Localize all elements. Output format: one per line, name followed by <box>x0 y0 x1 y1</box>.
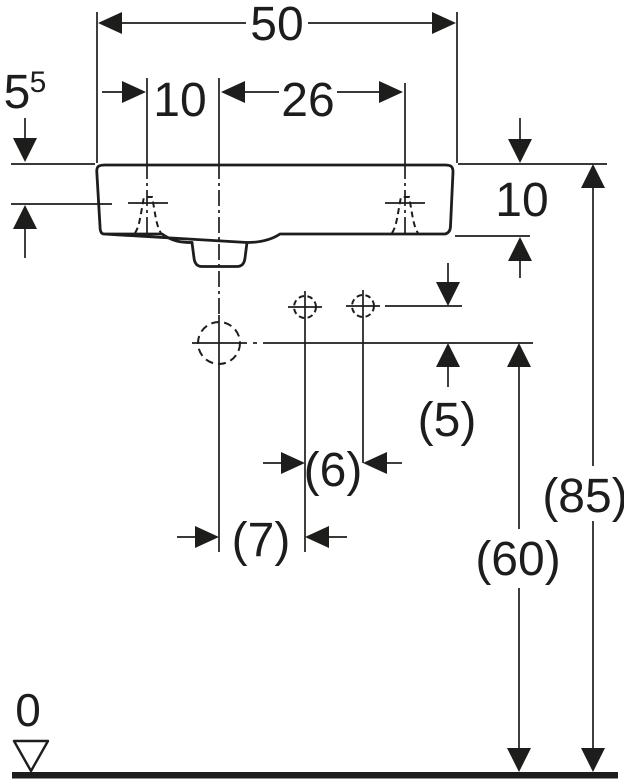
arrowhead-up-icon <box>581 164 605 188</box>
arrowhead-right-icon <box>195 526 219 548</box>
dim-outlet-height <box>507 343 531 772</box>
dim-center-to-tap-label: 26 <box>281 74 334 127</box>
drain-outlet-circle <box>192 315 247 372</box>
dim-tap-offset-label: 10 <box>153 74 206 127</box>
basin-outline <box>95 163 455 268</box>
dim-rim-to-tap-base-label: 5 <box>4 66 31 119</box>
datum-triangle-icon <box>12 739 50 773</box>
tap-hole-left-hidden-outline <box>134 196 162 234</box>
dim-rim-height <box>581 164 605 772</box>
dim-tap-holes-top <box>102 78 406 163</box>
dim-hole-spacing <box>263 452 402 474</box>
dim-basin-height <box>455 118 607 278</box>
arrowhead-up-icon <box>13 205 37 229</box>
dim-overall-width <box>96 12 458 163</box>
arrowhead-up-icon <box>436 343 460 367</box>
dim-overall-width-label: 50 <box>250 0 303 51</box>
dim-rim-to-tap-center <box>11 118 112 258</box>
datum-level-label: 0 <box>15 684 41 736</box>
arrowhead-up-icon <box>507 343 531 367</box>
dim-hole-row-offset <box>436 263 460 387</box>
dim-basin-height-label: 10 <box>495 174 548 227</box>
arrowhead-down-icon <box>581 748 605 772</box>
connection-hole-left <box>288 291 322 323</box>
dim-hole-row-offset-label: (5) <box>418 394 477 447</box>
arrowhead-down-icon <box>13 138 37 162</box>
dim-rim-height-label: (85) <box>542 470 624 523</box>
arrowhead-right-icon <box>432 12 456 34</box>
arrowhead-left-icon <box>221 81 245 103</box>
dim-outlet-height-label: (60) <box>475 533 560 586</box>
tap-hole-left <box>128 163 168 234</box>
dim-center-to-hole <box>177 526 347 548</box>
arrowhead-left-icon <box>305 526 329 548</box>
arrowhead-down-icon <box>507 748 531 772</box>
arrowhead-left-icon <box>363 452 387 474</box>
arrowhead-up-icon <box>508 237 532 261</box>
floor-line <box>12 772 618 779</box>
hole-reference-lines <box>218 305 533 552</box>
arrowhead-left-icon <box>98 12 122 34</box>
dim-rim-to-tap-sup-label: 5 <box>30 66 47 99</box>
dim-center-to-hole-label: (7) <box>232 514 291 567</box>
connection-hole-right <box>346 290 380 322</box>
arrowhead-right-icon <box>281 452 305 474</box>
arrowhead-right-icon <box>122 81 146 103</box>
dim-hole-spacing-label: (6) <box>304 444 363 497</box>
arrowhead-down-icon <box>508 139 532 163</box>
tap-hole-right <box>385 163 425 234</box>
arrowhead-down-icon <box>436 282 460 306</box>
arrowhead-right-icon <box>379 81 403 103</box>
